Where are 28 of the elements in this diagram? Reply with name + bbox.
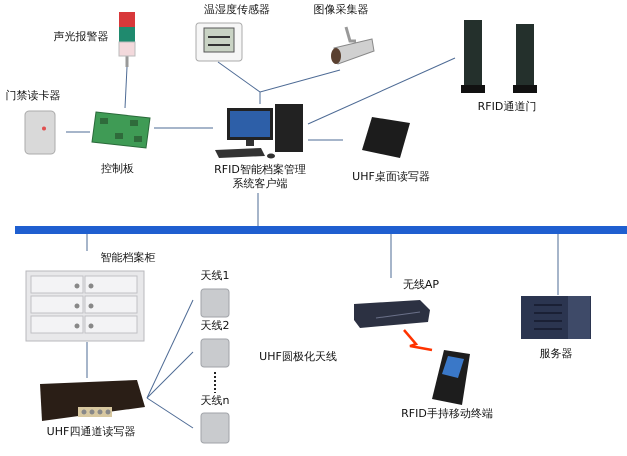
connector-line: [86, 234, 88, 252]
device-label: 温湿度传感器: [203, 3, 271, 17]
connector-line: [146, 352, 194, 398]
device-label: RFID手持移动终端: [400, 407, 494, 421]
connector-line: [260, 70, 340, 104]
connector-line: [390, 234, 392, 278]
group-label: UHF圆极化天线: [258, 350, 338, 364]
connector-line: [124, 66, 128, 108]
device-label: 无线AP: [402, 278, 440, 292]
device-label: 服务器: [538, 347, 574, 361]
connector-line: [308, 58, 456, 124]
device-label: 天线n: [200, 394, 230, 408]
device-label: 控制板: [100, 162, 135, 176]
wireless-link: [403, 329, 432, 352]
device-label: RFID智能档案管理系统客户端: [214, 163, 306, 191]
network-bus: [15, 226, 627, 234]
device-label: UHF桌面读写器: [351, 170, 431, 184]
device-label: 天线1: [200, 269, 230, 283]
connector-line: [146, 398, 194, 428]
connector-line: [146, 300, 194, 398]
device-label: 智能档案柜: [100, 251, 156, 265]
device-label: RFID通道门: [476, 100, 538, 114]
device-label: 天线2: [200, 319, 230, 333]
device-label: UHF四通道读写器: [46, 425, 136, 439]
connector-line: [86, 342, 88, 378]
device-label: 声光报警器: [52, 30, 110, 44]
device-label: 图像采集器: [312, 3, 370, 17]
device-label: 门禁读卡器: [4, 89, 62, 103]
